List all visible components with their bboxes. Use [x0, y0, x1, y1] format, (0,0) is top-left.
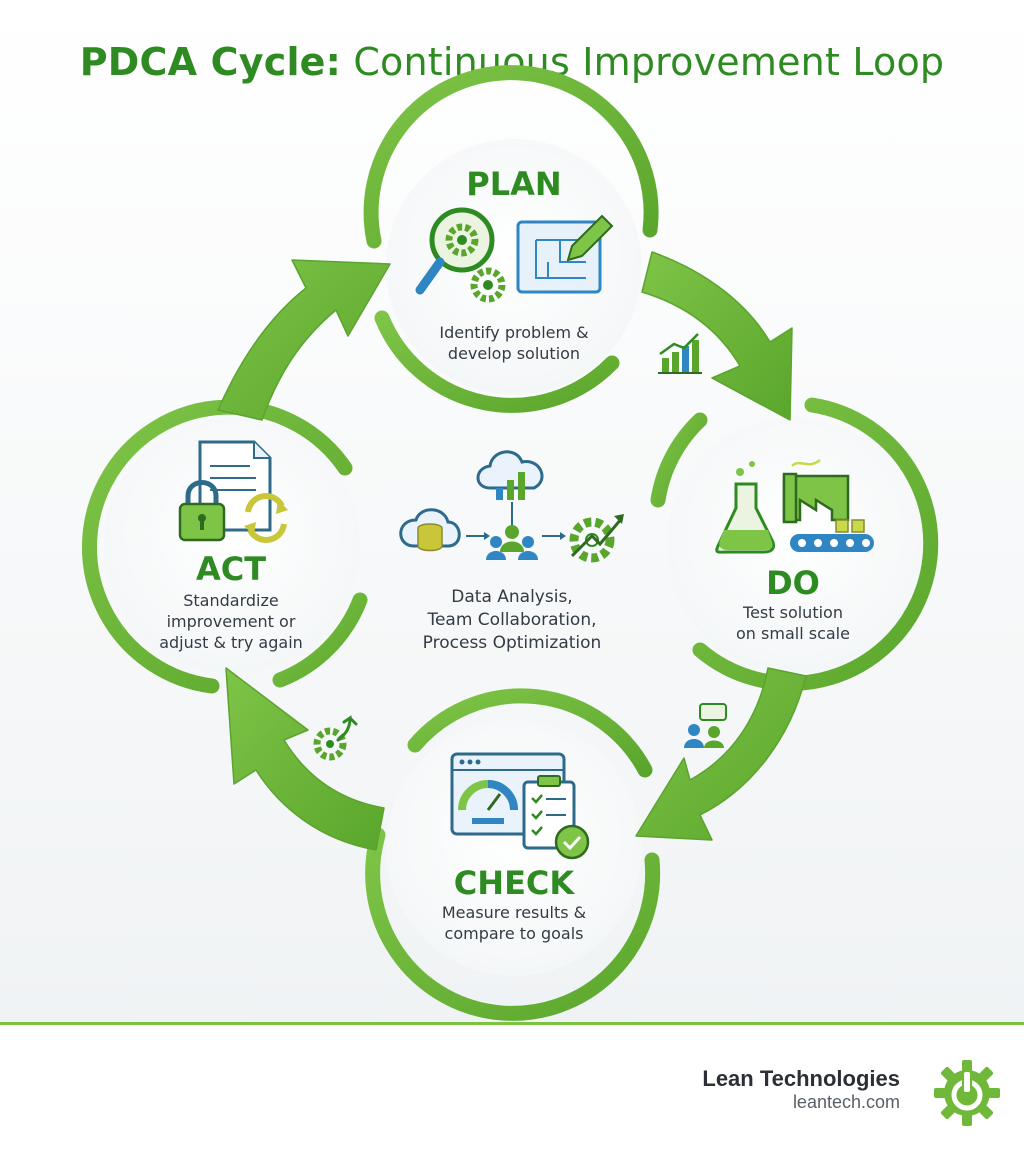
- flask-icon: [715, 461, 776, 554]
- do-label: DO: [766, 564, 820, 602]
- growth-chart-icon: [658, 333, 702, 374]
- center-description: Data Analysis, Team Collaboration, Proce…: [392, 586, 632, 655]
- act-label: ACT: [195, 550, 267, 588]
- title-bold: PDCA Cycle:: [79, 40, 342, 84]
- act-desc-line3: adjust & try again: [159, 633, 303, 652]
- do-ring-left: [650, 412, 708, 508]
- magnifier-gear-icon: [415, 207, 506, 303]
- power-gear-logo-icon: [934, 1060, 1000, 1126]
- footer-divider: [0, 1022, 1024, 1025]
- arrow-check-to-act: [225, 667, 385, 851]
- team-icon: [486, 525, 566, 560]
- gear-arrow-icon: [569, 514, 624, 563]
- check-description: Measure results & compare to goals: [414, 902, 614, 944]
- act-desc-line2: improvement or: [166, 612, 296, 631]
- check-ring-upper: [407, 688, 653, 778]
- cloud-chart-icon: [476, 450, 544, 526]
- brand-name: Lean Technologies: [702, 1066, 900, 1091]
- act-ring: [82, 399, 353, 694]
- plan-description: Identify problem & develop solution: [404, 322, 624, 364]
- check-label: CHECK: [453, 864, 575, 902]
- center-desc-line3: Process Optimization: [422, 633, 602, 653]
- center-desc-line1: Data Analysis,: [451, 587, 573, 607]
- blueprint-pencil-icon: [516, 214, 614, 294]
- check-desc-line2: compare to goals: [444, 924, 584, 943]
- act-ring-right: [272, 592, 368, 688]
- plan-label: PLAN: [466, 165, 562, 203]
- cloud-database-icon: [399, 508, 490, 552]
- arrow-plan-to-do: [641, 251, 793, 421]
- plan-disc: [386, 139, 642, 395]
- plan-desc-line1: Identify problem &: [439, 323, 589, 342]
- check-ring: [365, 827, 661, 1021]
- check-desc-line1: Measure results &: [441, 903, 587, 922]
- check-disc: [386, 720, 642, 976]
- page-title: PDCA Cycle: Continuous Improvement Loop: [0, 40, 1024, 84]
- plan-ring-lower: [374, 310, 620, 413]
- chat-people-icon: [684, 703, 727, 748]
- checklist-icon: [522, 775, 590, 860]
- act-description: Standardize improvement or adjust & try …: [141, 590, 321, 653]
- act-desc-line1: Standardize: [183, 591, 279, 610]
- gear-up-arrow-icon: [313, 715, 358, 761]
- act-disc: [104, 417, 360, 673]
- title-rest: Continuous Improvement Loop: [353, 40, 945, 84]
- cycle-arrows-icon: [244, 493, 288, 543]
- padlock-icon: [178, 480, 226, 542]
- factory-icon: [782, 458, 874, 552]
- do-desc-line2: on small scale: [736, 624, 850, 643]
- do-description: Test solution on small scale: [703, 602, 883, 644]
- plan-desc-line2: develop solution: [447, 344, 581, 363]
- do-desc-line1: Test solution: [743, 603, 843, 622]
- brand-url[interactable]: leantech.com: [792, 1092, 900, 1112]
- arrow-do-to-check: [635, 667, 807, 841]
- footer: [0, 1025, 1024, 1154]
- center-desc-line2: Team Collaboration,: [427, 610, 597, 630]
- arrow-act-to-plan: [217, 259, 391, 421]
- plan-ring: [363, 65, 659, 249]
